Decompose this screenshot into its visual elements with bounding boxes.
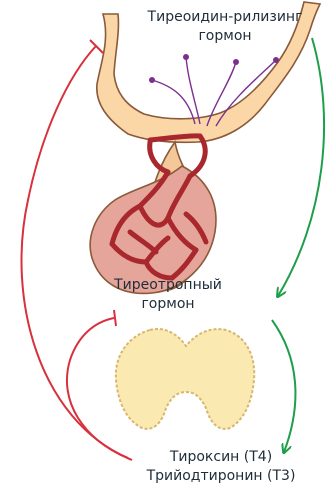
tsh-label-line-2: гормон xyxy=(98,295,238,314)
thyroid-hormones-label: Тироксин (T4) Трийодтиронин (T3) xyxy=(118,448,324,486)
trh-label-line-1: Тиреоидин-рилизинг xyxy=(120,8,330,27)
thyroxine-label: Тироксин (T4) xyxy=(118,448,324,467)
stimulation-arrows xyxy=(272,38,324,452)
thyroid-gland xyxy=(116,329,254,429)
trh-label: Тиреоидин-рилизинг гормон xyxy=(120,8,330,46)
triiodothyronine-label: Трийодтиронин (T3) xyxy=(118,467,324,486)
tsh-label: Тиреотропный гормон xyxy=(98,276,238,314)
tsh-to-thyroid-arrow xyxy=(272,320,295,452)
tsh-label-line-1: Тиреотропный xyxy=(98,276,238,295)
trh-label-line-2: гормон xyxy=(120,27,330,46)
